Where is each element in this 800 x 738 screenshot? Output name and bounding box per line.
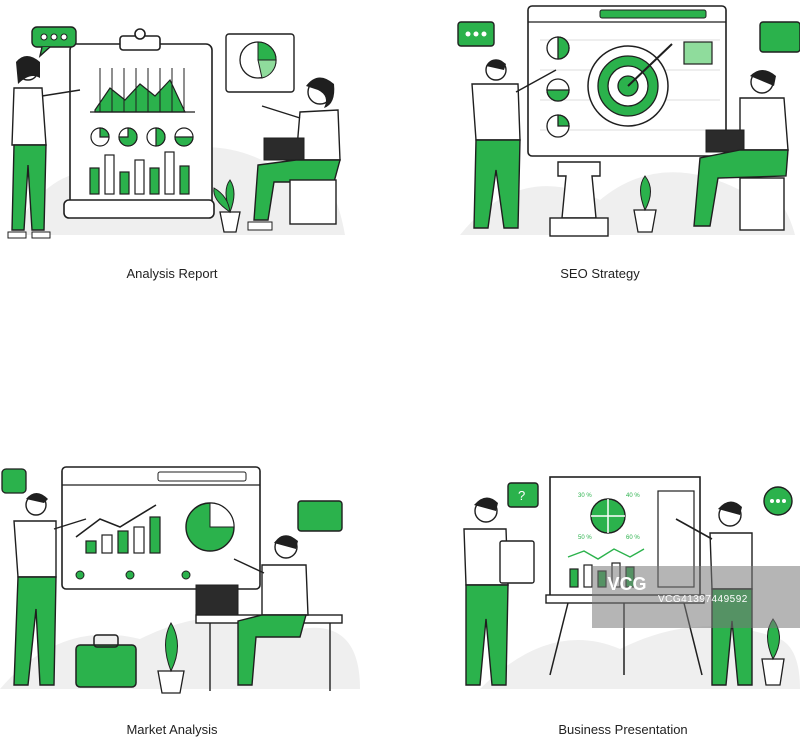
- caption-analysis-report: Analysis Report: [126, 266, 218, 281]
- caption-business-presentation: Business Presentation: [558, 722, 688, 737]
- panel-business-presentation: 30 % 40 % 50 % 60 % ? Bu: [400, 369, 800, 738]
- question-mark: ?: [518, 488, 525, 503]
- vcg-image-id: VCG41397449592: [658, 594, 748, 605]
- panel-market-analysis: Market Analysis: [0, 369, 400, 738]
- caption-seo-strategy: SEO Strategy: [560, 266, 640, 281]
- seo-strategy-illustration: [457, 5, 800, 237]
- board-label-1: 30 %: [578, 493, 592, 499]
- vcg-watermark: VCG VCG41397449592: [592, 566, 800, 628]
- board-label-3: 50 %: [578, 535, 592, 541]
- vcg-logo: VCG: [607, 574, 647, 594]
- board-label-2: 40 %: [626, 493, 640, 499]
- analysis-report-illustration: [7, 26, 345, 239]
- panel-analysis-report: Analysis Report: [0, 0, 400, 369]
- caption-market-analysis: Market Analysis: [126, 722, 218, 737]
- market-analysis-illustration: [0, 466, 360, 694]
- panel-seo-strategy: SEO Strategy: [400, 0, 800, 369]
- business-presentation-illustration: 30 % 40 % 50 % 60 % ?: [463, 476, 800, 689]
- board-label-4: 60 %: [626, 535, 640, 541]
